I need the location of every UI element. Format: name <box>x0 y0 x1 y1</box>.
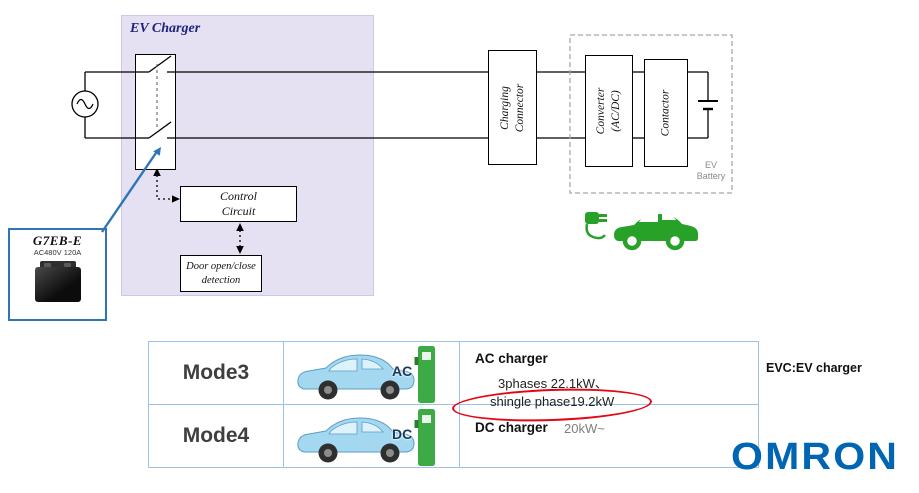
mode3-label: Mode3 <box>182 360 250 384</box>
mode4-label: Mode4 <box>182 423 250 447</box>
omron-logo: OMRON <box>731 436 900 478</box>
charging-modes-table: Mode3 AC AC charger 3phases 22.1kW、 shin… <box>148 341 759 468</box>
door-detection-label-line2: detection <box>201 274 241 286</box>
dc-charger-title: DC charger <box>475 419 548 435</box>
ac-charger-detail-1: 3phases 22.1kW、 <box>498 376 608 391</box>
relay-product-image <box>31 260 85 304</box>
battery-icon <box>698 100 718 111</box>
ev-battery-label: EV Battery <box>696 160 726 182</box>
dc-plug-label: DC <box>392 425 413 442</box>
ac-charger-detail-2: shingle phase19.2kW <box>490 394 615 409</box>
ac-charger-title: AC charger <box>475 351 548 366</box>
charging-connector-box: Charging Connector <box>488 50 537 165</box>
mode4-image-cell: DC <box>284 404 460 467</box>
mode3-desc-cell: AC charger 3phases 22.1kW、 shingle phase… <box>460 342 758 409</box>
ac-car-image <box>297 346 435 403</box>
door-detection-label-line1: Door open/close <box>186 261 256 273</box>
control-circuit-label-line2: Circuit <box>221 204 256 218</box>
converter-label-line1: Converter <box>595 87 608 135</box>
relay-callout-box: G7EB-E AC480V 120A <box>8 228 107 321</box>
relay-model-label: G7EB-E <box>32 233 83 248</box>
control-circuit-label-line1: Control <box>220 189 257 203</box>
evc-note: EVC:EV charger <box>766 361 862 375</box>
mode3-image-cell: AC <box>284 342 460 405</box>
converter-box: Converter (AC/DC) <box>585 55 633 167</box>
mode3-cell: Mode3 <box>149 342 284 405</box>
charging-connector-label-line1: Charging <box>498 85 511 130</box>
ev-car-charging-icon <box>585 212 698 251</box>
converter-label-line2: (AC/DC) <box>610 90 622 132</box>
ac-source-icon <box>71 72 99 138</box>
contactor-box: Contactor <box>644 59 688 167</box>
dc-charger-detail: 20kW~ <box>564 420 605 436</box>
door-detection-box: Door open/close detection <box>180 255 262 292</box>
relay-spec-label: AC480V 120A <box>33 248 82 257</box>
control-circuit-box: Control Circuit <box>180 186 297 222</box>
mode4-desc-cell: DC charger 20kW~ <box>460 405 758 468</box>
relay-switch-box <box>135 54 176 170</box>
ac-plug-label: AC <box>392 363 413 379</box>
ev-charger-title: EV Charger <box>130 21 201 36</box>
charging-connector-label-line2: Connector <box>513 83 526 132</box>
dc-car-image <box>297 408 435 466</box>
mode4-cell: Mode4 <box>149 404 284 467</box>
contactor-label: Contactor <box>659 89 672 137</box>
